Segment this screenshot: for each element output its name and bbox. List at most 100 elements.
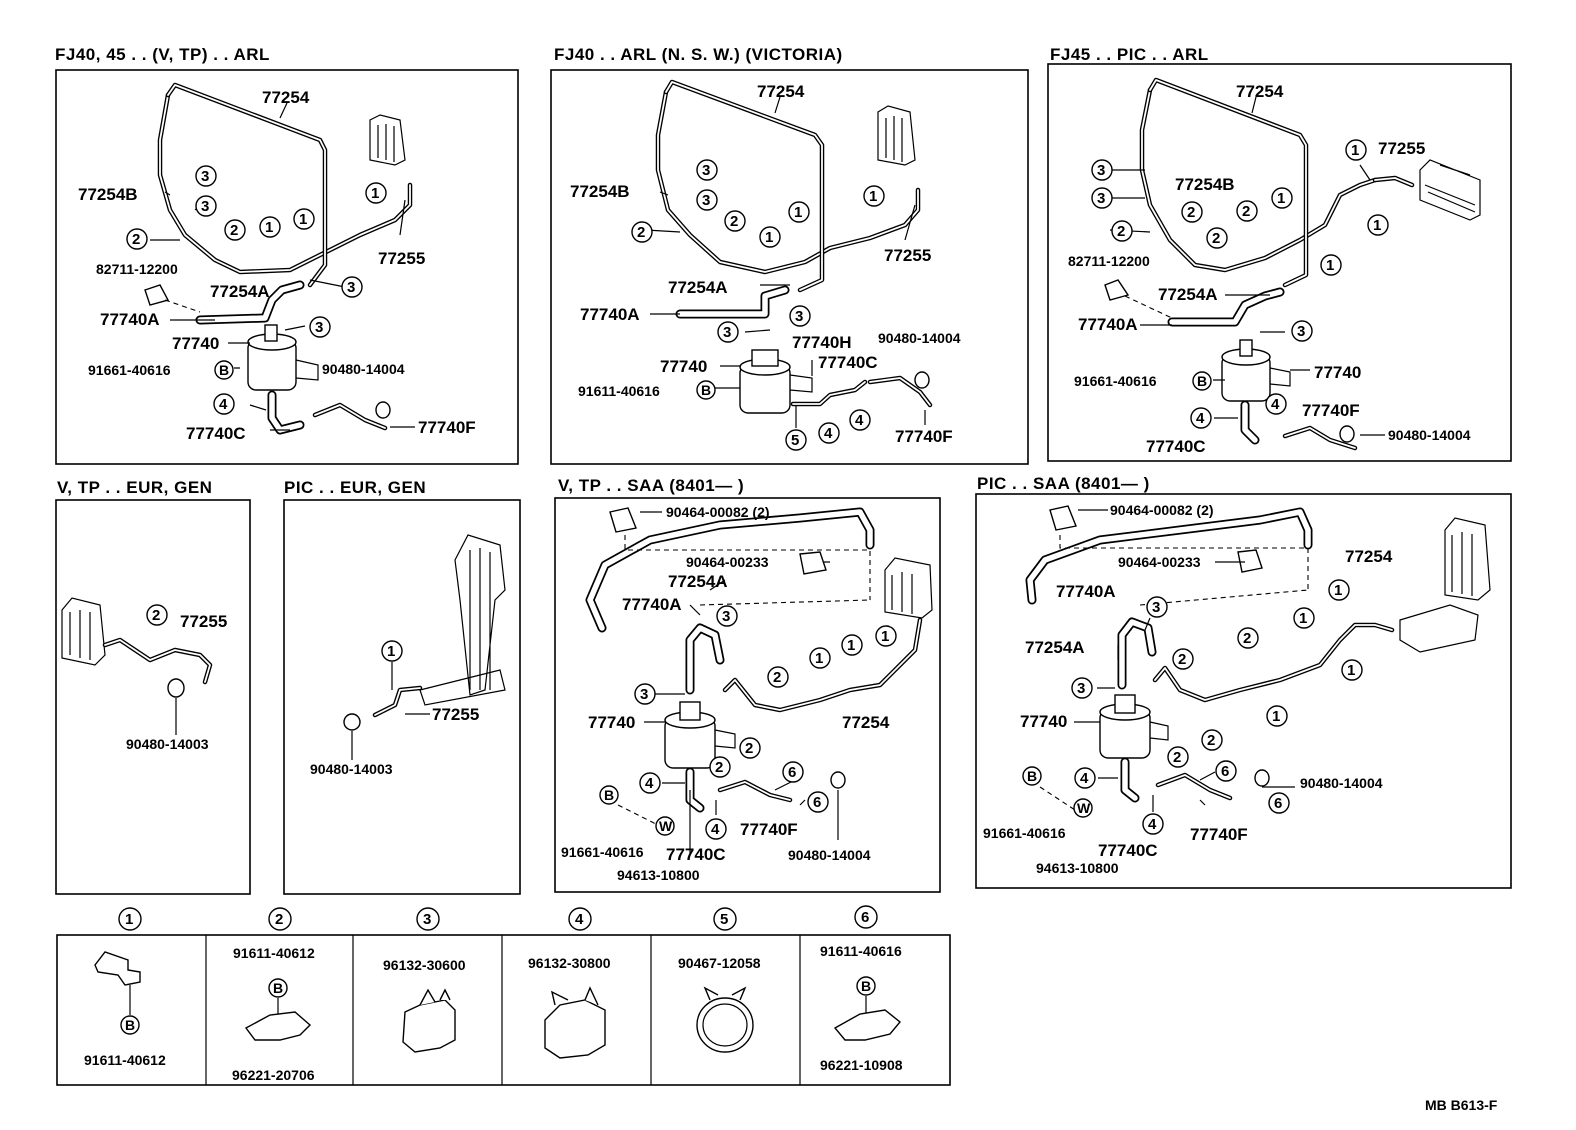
svg-text:B: B — [1197, 373, 1207, 389]
part-label: 77740 — [588, 713, 635, 732]
svg-text:1: 1 — [371, 185, 379, 202]
part-label: 90480-14004 — [322, 361, 405, 377]
svg-text:2: 2 — [637, 224, 645, 241]
charcoal-canister — [1099, 694, 1169, 759]
svg-text:2: 2 — [730, 213, 738, 230]
panel-v-tp-saa: V, TP . . SAA (8401— ) 3 3 2 — [554, 476, 941, 893]
part-label: 91661-40616 — [88, 362, 171, 378]
svg-text:1: 1 — [847, 637, 855, 654]
svg-text:4: 4 — [1080, 770, 1089, 787]
svg-text:2: 2 — [132, 231, 140, 248]
part-label: 77254B — [1175, 175, 1235, 194]
part-label: 82711-12200 — [1068, 253, 1150, 269]
part-label: 90480-14004 — [1388, 427, 1471, 443]
svg-text:W: W — [1077, 800, 1091, 816]
clip-icon — [144, 284, 170, 306]
svg-text:1: 1 — [1334, 582, 1342, 599]
svg-text:1: 1 — [1347, 662, 1355, 679]
callout-1 — [381, 640, 403, 662]
svg-text:3: 3 — [723, 324, 731, 341]
svg-text:1: 1 — [869, 188, 877, 205]
part-label: 77740C — [1146, 437, 1206, 456]
legend-cell-4: 4 96132-30800 — [528, 907, 611, 1059]
part-label: 77740 — [1314, 363, 1361, 382]
part-label: 77255 — [1378, 139, 1425, 158]
part-label: 90480-14004 — [788, 847, 871, 863]
svg-text:3: 3 — [722, 608, 730, 625]
clip-icon — [1049, 505, 1077, 531]
svg-text:6: 6 — [813, 794, 821, 811]
part-label: 77254 — [757, 82, 805, 101]
engine-fuel-rail — [419, 534, 506, 706]
svg-text:B: B — [701, 382, 711, 398]
part-label: 77254A — [668, 278, 728, 297]
svg-text:3: 3 — [315, 319, 323, 336]
part-label: 90464-00233 — [686, 554, 769, 570]
legend-panel: 1 B 91611-40612 2 91611-40612 B 96221-20… — [56, 905, 951, 1086]
svg-text:3: 3 — [1297, 323, 1305, 340]
part-label: 91661-40616 — [1074, 373, 1157, 389]
legend-part-number: 96132-30800 — [528, 955, 611, 971]
part-label: 77740A — [622, 595, 682, 614]
panel-frame — [975, 493, 1512, 889]
legend-part-number: 96132-30600 — [383, 957, 466, 973]
part-label: 77254B — [78, 185, 138, 204]
svg-text:2: 2 — [773, 669, 781, 686]
diagram-code: MB B613-F — [1425, 1097, 1498, 1113]
fuel-pipe-77255 — [102, 637, 213, 685]
svg-text:1: 1 — [387, 643, 395, 660]
clip-icon — [1237, 549, 1263, 573]
part-label: 77254A — [668, 572, 728, 591]
svg-text:2: 2 — [1187, 204, 1195, 221]
svg-text:1: 1 — [1326, 257, 1334, 274]
legend-cell-5: 5 90467-12058 — [678, 907, 761, 1053]
svg-text:1: 1 — [1277, 190, 1285, 207]
part-label: 77255 — [884, 246, 931, 265]
part-label: 77254A — [210, 282, 270, 301]
svg-text:6: 6 — [788, 764, 796, 781]
grommet-icon — [167, 678, 185, 698]
svg-text:2: 2 — [715, 759, 723, 776]
panel-frame — [55, 69, 519, 465]
grommet-icon — [1254, 769, 1270, 787]
svg-text:5: 5 — [720, 911, 728, 928]
clamp-icon — [833, 1009, 901, 1041]
svg-text:B: B — [273, 980, 283, 996]
svg-text:3: 3 — [795, 308, 803, 325]
callout-group: 3 3 2 2 2 2 1 1 1 1 3 B 4 4 — [1091, 139, 1389, 429]
part-label: 77740 — [1020, 712, 1067, 731]
panel-title: PIC . . SAA (8401— ) — [977, 474, 1150, 493]
grommet-icon — [343, 713, 361, 731]
svg-text:2: 2 — [152, 607, 160, 624]
part-label: 77740C — [818, 353, 878, 372]
svg-text:1: 1 — [794, 204, 802, 221]
part-label: 91661-40616 — [983, 825, 1066, 841]
engine-fuel-rail — [877, 105, 916, 166]
panel-frame — [1047, 63, 1512, 462]
part-label: 77740F — [1190, 825, 1248, 844]
engine-fuel-rail — [1399, 517, 1491, 653]
panel-title: FJ40, 45 . . (V, TP) . . ARL — [55, 45, 270, 64]
legend-part-number: 91611-40612 — [233, 945, 315, 961]
panel-title: FJ45 . . PIC . . ARL — [1050, 45, 1209, 64]
svg-text:3: 3 — [423, 911, 431, 928]
panel-frame — [55, 499, 251, 895]
callout-group: 3 3 2 2 1 1 1 3 3 B 4 — [126, 165, 387, 415]
legend-cell-6: 6 91611-40616 B 96221-10908 — [820, 905, 903, 1073]
part-label: 77740 — [660, 357, 707, 376]
part-label: 77254 — [1236, 82, 1284, 101]
part-label: 90464-00082 (2) — [1110, 502, 1214, 518]
part-label: 77740C — [1098, 841, 1158, 860]
clip-icon — [799, 551, 827, 575]
callout-2 — [146, 604, 168, 626]
part-label: 77740F — [1302, 401, 1360, 420]
part-label: 77254A — [1158, 285, 1218, 304]
charcoal-canister — [1221, 339, 1291, 402]
svg-text:B: B — [125, 1017, 135, 1033]
panel-fj45-pic-arl: FJ45 . . PIC . . ARL 3 3 2 2 — [1047, 45, 1512, 462]
svg-text:B: B — [1027, 768, 1037, 784]
part-label: 77254 — [1345, 547, 1393, 566]
engine-fuel-rail — [1419, 159, 1481, 221]
svg-text:4: 4 — [824, 425, 833, 442]
fuel-pipe-loop — [663, 79, 825, 293]
